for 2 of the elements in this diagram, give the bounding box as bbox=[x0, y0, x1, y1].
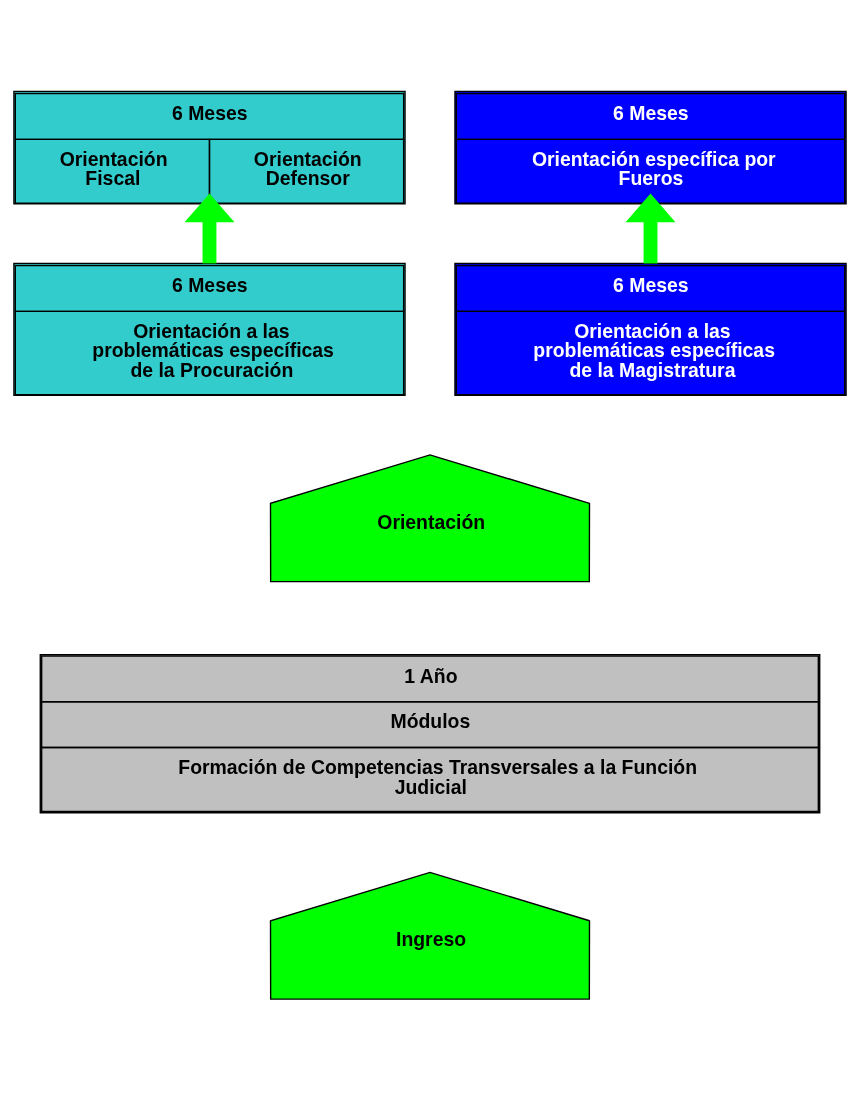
arrow bbox=[625, 193, 676, 264]
arrow bbox=[184, 193, 235, 264]
